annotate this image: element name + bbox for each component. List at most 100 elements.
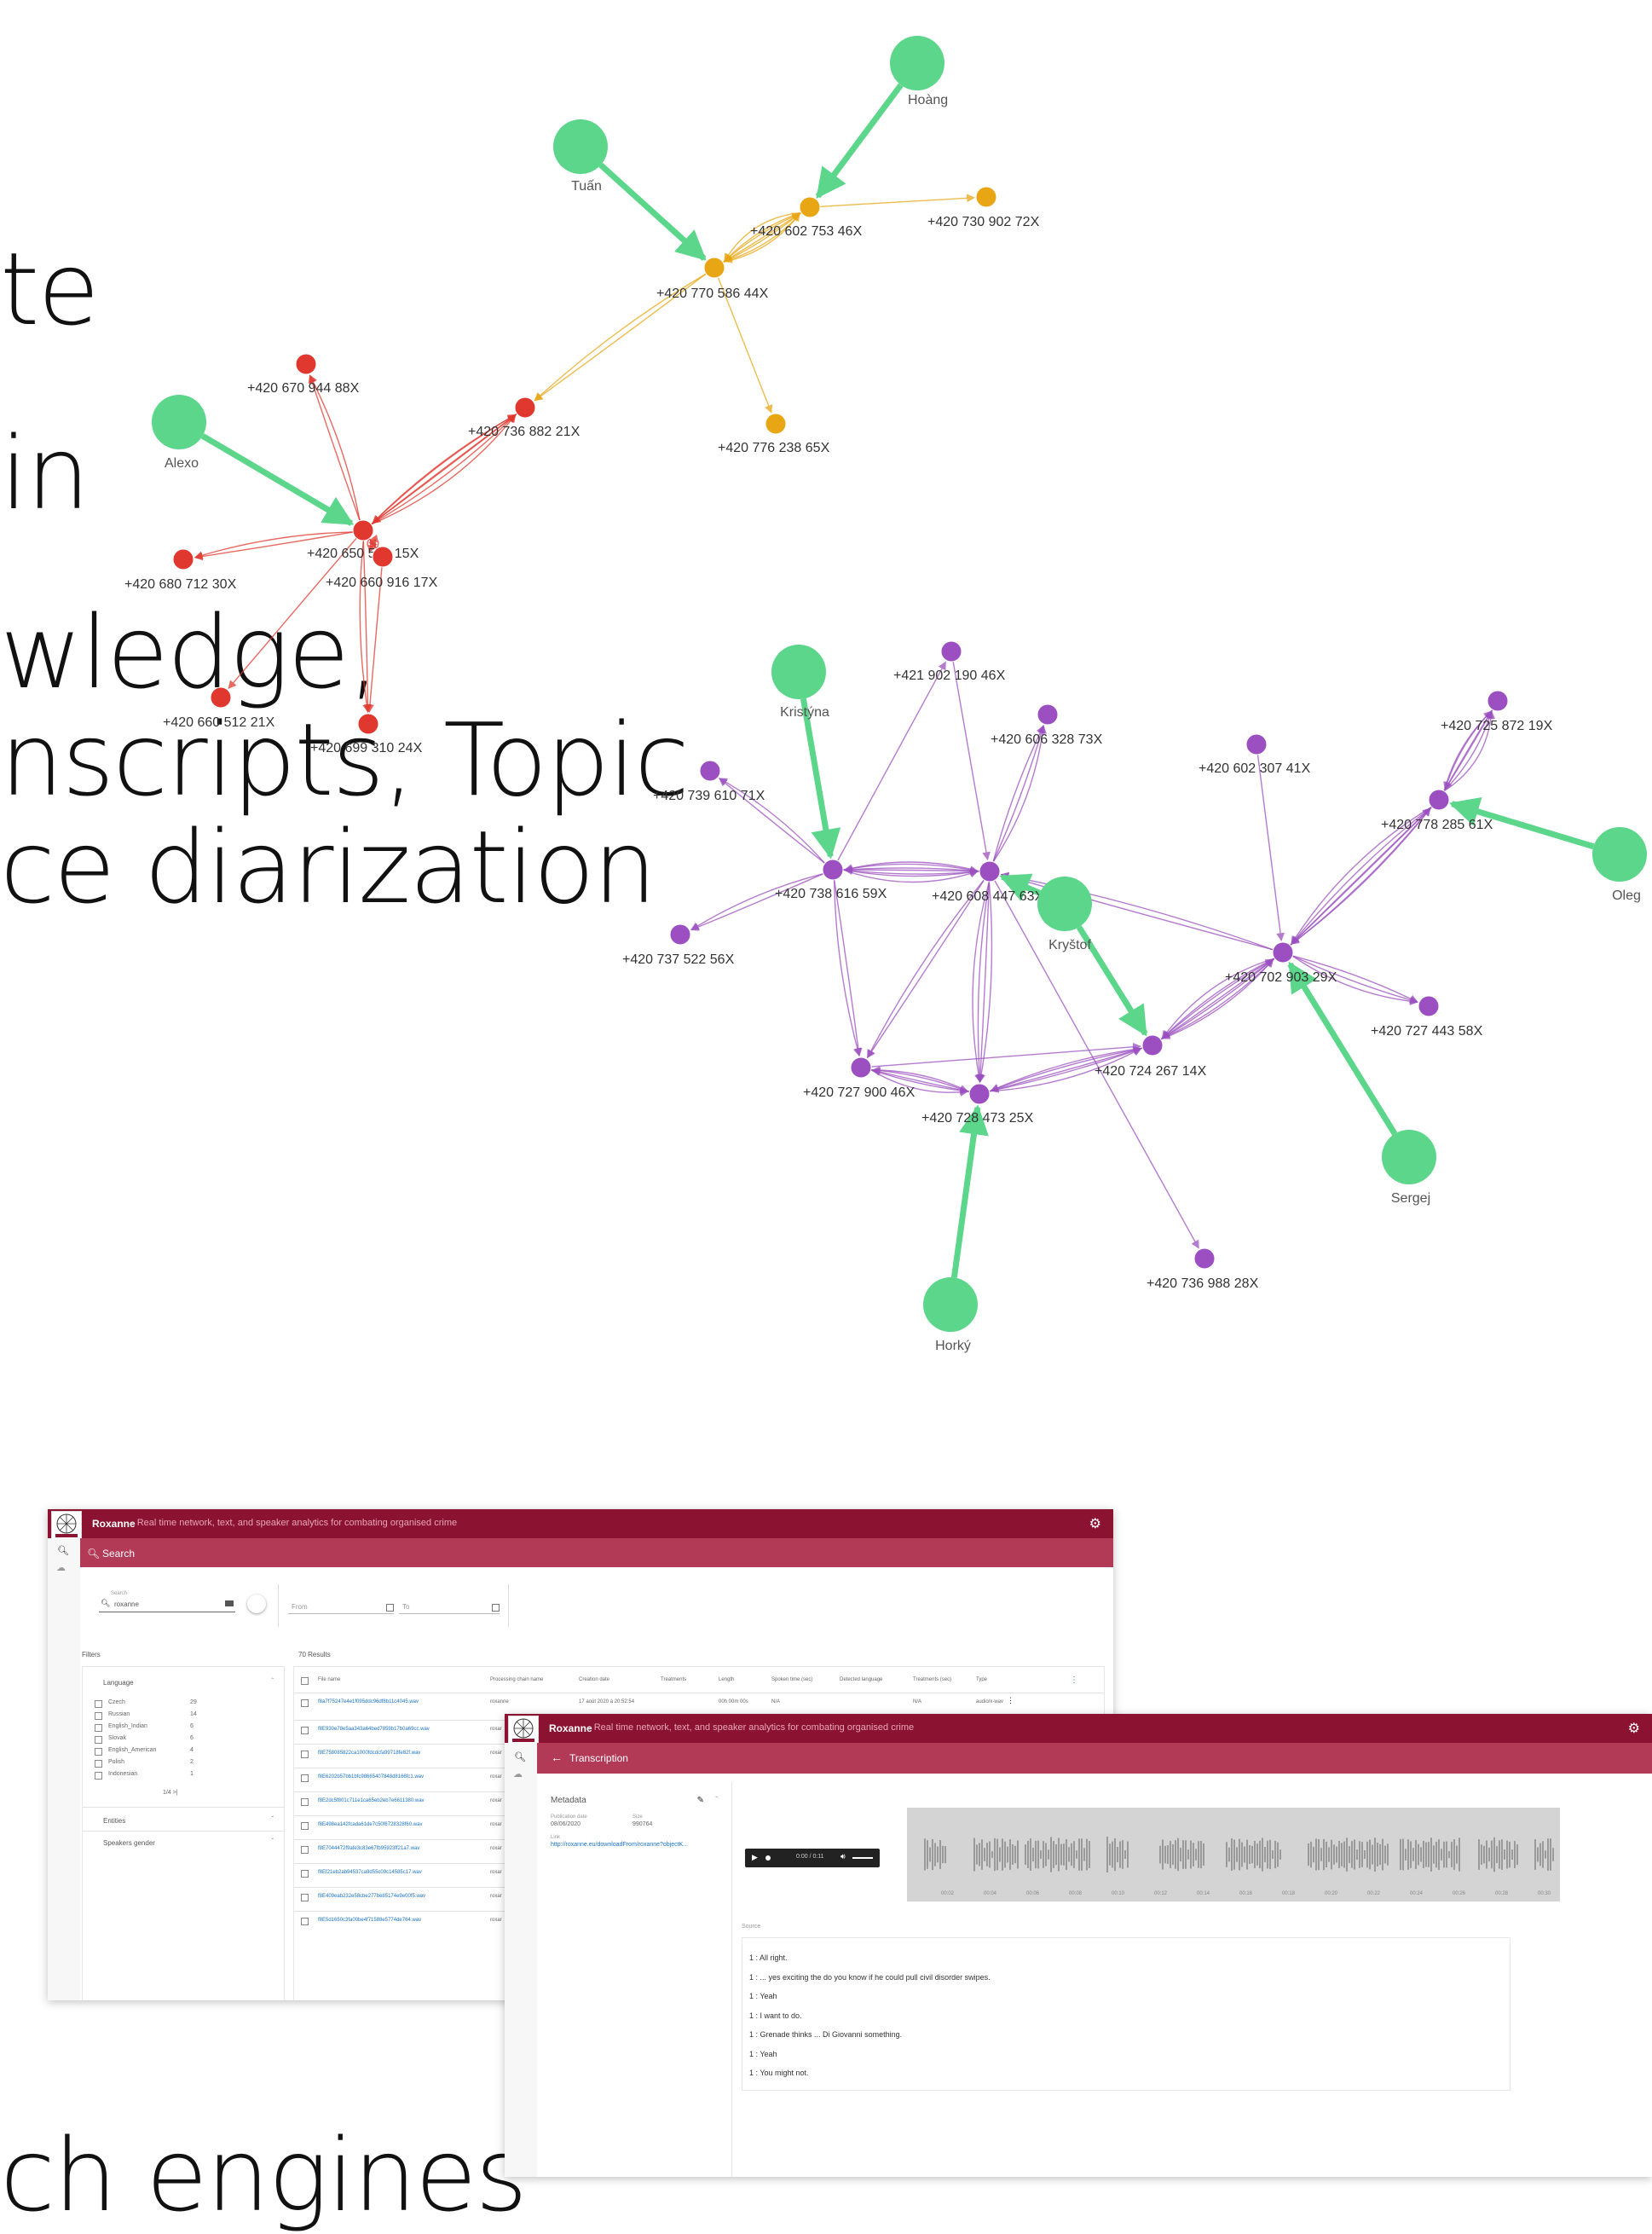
- phone-node[interactable]: [968, 1083, 991, 1105]
- download-link[interactable]: http://roxanne.eu/downloadFrom/roxanne?o…: [551, 1842, 689, 1848]
- phone-node[interactable]: [1428, 789, 1450, 811]
- play-icon[interactable]: ▶: [752, 1853, 758, 1861]
- row-checkbox[interactable]: [301, 1774, 309, 1782]
- phone-node[interactable]: [514, 396, 536, 419]
- chevron-up-icon[interactable]: ˆ: [715, 1796, 718, 1803]
- phone-node[interactable]: [703, 257, 725, 279]
- from-date-field[interactable]: From: [288, 1601, 394, 1614]
- file-name-link[interactable]: f8E7044472f9afe3c83e67fb95923ff21a7.wav: [318, 1846, 420, 1851]
- phone-node[interactable]: [975, 186, 997, 208]
- column-header[interactable]: Creation date: [579, 1677, 610, 1682]
- phone-node[interactable]: [372, 546, 394, 568]
- chevron-down-icon[interactable]: ˇ: [271, 1838, 274, 1845]
- chevron-up-icon[interactable]: ˆ: [271, 1677, 274, 1685]
- search-icon[interactable]: 🔍︎: [57, 1546, 69, 1556]
- language-checkbox[interactable]: [95, 1712, 102, 1720]
- row-checkbox[interactable]: [301, 1870, 309, 1878]
- language-checkbox[interactable]: [95, 1748, 102, 1756]
- person-node[interactable]: [1592, 827, 1647, 882]
- person-node[interactable]: [1382, 1130, 1436, 1184]
- language-checkbox[interactable]: [95, 1724, 102, 1732]
- language-checkbox[interactable]: [95, 1700, 102, 1708]
- phone-node[interactable]: [822, 859, 844, 881]
- file-name-link[interactable]: f8E5d1650c3fa00be4f71588e5774de764.wav: [318, 1918, 422, 1923]
- chevron-down-icon[interactable]: ˇ: [271, 1815, 274, 1823]
- calendar-icon[interactable]: [492, 1604, 500, 1612]
- file-name-link[interactable]: f8E758085822ca1000fdcdcfa99718fe82f.wav: [318, 1751, 421, 1756]
- cloud-icon[interactable]: ☁: [56, 1563, 66, 1573]
- phone-node[interactable]: [352, 519, 374, 541]
- language-checkbox[interactable]: [95, 1772, 102, 1780]
- calendar-icon[interactable]: [386, 1604, 394, 1612]
- column-header[interactable]: Processing chain name: [490, 1677, 544, 1682]
- phone-node[interactable]: [1418, 995, 1440, 1017]
- search-input[interactable]: 🔍︎ roxanne: [99, 1598, 235, 1612]
- audio-player[interactable]: ▶ 0:00 / 0:11 🔊︎: [745, 1849, 880, 1867]
- file-name-link[interactable]: f8Ef21eb2ab94537ca9d55c09c14585c17.wav: [318, 1870, 422, 1875]
- row-menu-icon[interactable]: ⋮: [1007, 1696, 1014, 1704]
- row-checkbox[interactable]: [301, 1798, 309, 1806]
- row-checkbox[interactable]: [301, 1846, 309, 1854]
- row-checkbox[interactable]: [301, 1822, 309, 1830]
- toggle-switch[interactable]: [247, 1594, 266, 1613]
- edit-icon[interactable]: ✎: [696, 1796, 704, 1805]
- column-header[interactable]: Treatments (sec): [913, 1677, 952, 1682]
- phone-node[interactable]: [799, 196, 821, 218]
- person-node[interactable]: [152, 395, 206, 449]
- person-node[interactable]: [553, 119, 608, 174]
- file-name-link[interactable]: f8E409eab232e58cbe277be85174e9e00f5.wav: [318, 1894, 426, 1899]
- progress-handle[interactable]: [765, 1855, 771, 1861]
- language-checkbox[interactable]: [95, 1736, 102, 1744]
- phone-node[interactable]: [210, 686, 232, 709]
- person-node[interactable]: [771, 645, 826, 699]
- column-header[interactable]: Treatments: [661, 1677, 687, 1682]
- phone-node[interactable]: [172, 548, 194, 570]
- column-header[interactable]: Type: [976, 1677, 988, 1682]
- phone-node[interactable]: [295, 353, 317, 375]
- row-checkbox[interactable]: [301, 1894, 309, 1901]
- phone-node[interactable]: [357, 713, 379, 735]
- file-name-link[interactable]: f8E6202b57bb1bfc98665407848d8166fc1.wav: [318, 1774, 425, 1780]
- language-filter-label[interactable]: Language: [103, 1679, 134, 1687]
- volume-icon[interactable]: 🔊︎: [840, 1852, 846, 1861]
- phone-node[interactable]: [1487, 690, 1509, 712]
- more-vert-icon[interactable]: ⋮: [1070, 1676, 1078, 1685]
- phone-node[interactable]: [979, 860, 1001, 883]
- file-name-link[interactable]: f8E930e78e5aa343a64bed7859b17b0a69cc.wav: [318, 1727, 430, 1732]
- cloud-icon[interactable]: ☁: [513, 1769, 523, 1780]
- file-name-link[interactable]: f8E2dc5f801c711e1ca65eb2eb7e6611380.wav: [318, 1798, 425, 1803]
- phone-node[interactable]: [765, 413, 787, 435]
- phone-node[interactable]: [1193, 1247, 1216, 1270]
- phone-node[interactable]: [940, 640, 962, 663]
- file-name-link[interactable]: f8a7f75247e4e1f095ddc96df8b11c4045.wav: [318, 1699, 419, 1704]
- select-all-checkbox[interactable]: [301, 1677, 309, 1685]
- column-header[interactable]: File name: [318, 1677, 341, 1682]
- phone-node[interactable]: [1141, 1034, 1164, 1056]
- person-node[interactable]: [890, 36, 944, 90]
- row-checkbox[interactable]: [301, 1699, 309, 1707]
- column-header[interactable]: Detected language: [840, 1677, 883, 1682]
- phone-node[interactable]: [669, 923, 691, 946]
- column-header[interactable]: Length: [719, 1677, 735, 1682]
- row-checkbox[interactable]: [301, 1918, 309, 1925]
- speakers-gender-filter[interactable]: Speakers gender: [103, 1839, 155, 1847]
- column-header[interactable]: Spoken time (sec): [771, 1677, 813, 1682]
- filter-pager[interactable]: 1/4 >|: [163, 1790, 178, 1796]
- phone-node[interactable]: [850, 1056, 872, 1079]
- language-checkbox[interactable]: [95, 1760, 102, 1768]
- to-date-field[interactable]: To: [399, 1601, 500, 1614]
- row-checkbox[interactable]: [301, 1727, 309, 1734]
- volume-slider[interactable]: [852, 1857, 873, 1859]
- phone-node[interactable]: [699, 760, 721, 782]
- person-node[interactable]: [923, 1277, 978, 1332]
- file-name-link[interactable]: f8E498ea142fcada61de7c50f6728328f60.wav: [318, 1822, 423, 1827]
- row-checkbox[interactable]: [301, 1751, 309, 1758]
- entities-filter[interactable]: Entities: [103, 1817, 126, 1825]
- search-icon[interactable]: 🔍︎: [514, 1752, 526, 1762]
- person-node[interactable]: [1037, 877, 1092, 931]
- phone-node[interactable]: [1245, 733, 1268, 755]
- settings-gear-icon[interactable]: ⚙: [1627, 1722, 1640, 1736]
- settings-gear-icon[interactable]: ⚙: [1089, 1517, 1101, 1531]
- phone-node[interactable]: [1037, 703, 1059, 726]
